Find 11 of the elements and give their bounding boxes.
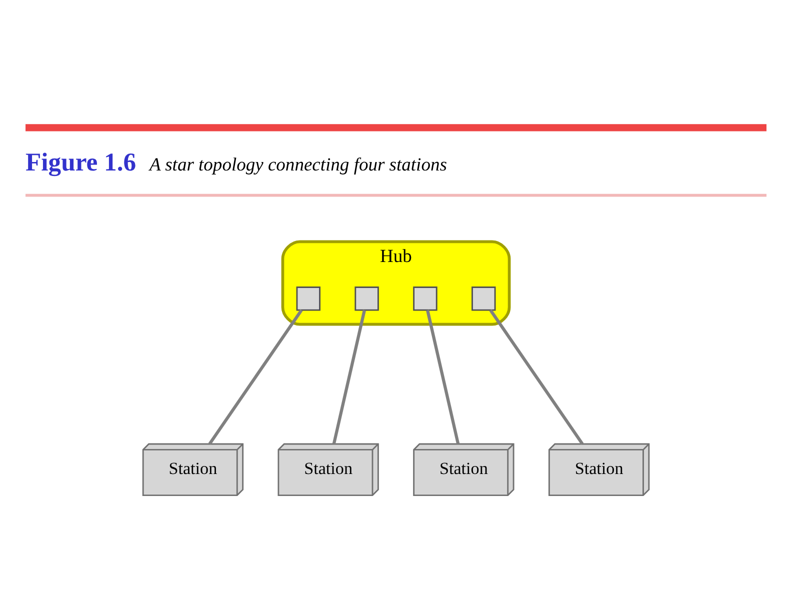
node-box [413, 286, 438, 310]
cluster: Hub [281, 240, 511, 326]
node-box [354, 286, 379, 310]
diagram-title: Figure 1.6 [26, 146, 136, 176]
connector [332, 309, 366, 444]
connector [489, 308, 584, 444]
node-box [296, 286, 320, 310]
connector [208, 308, 303, 444]
node-box [472, 286, 496, 310]
caption: A star topology connecting four stations [149, 154, 447, 175]
connector [426, 309, 460, 444]
